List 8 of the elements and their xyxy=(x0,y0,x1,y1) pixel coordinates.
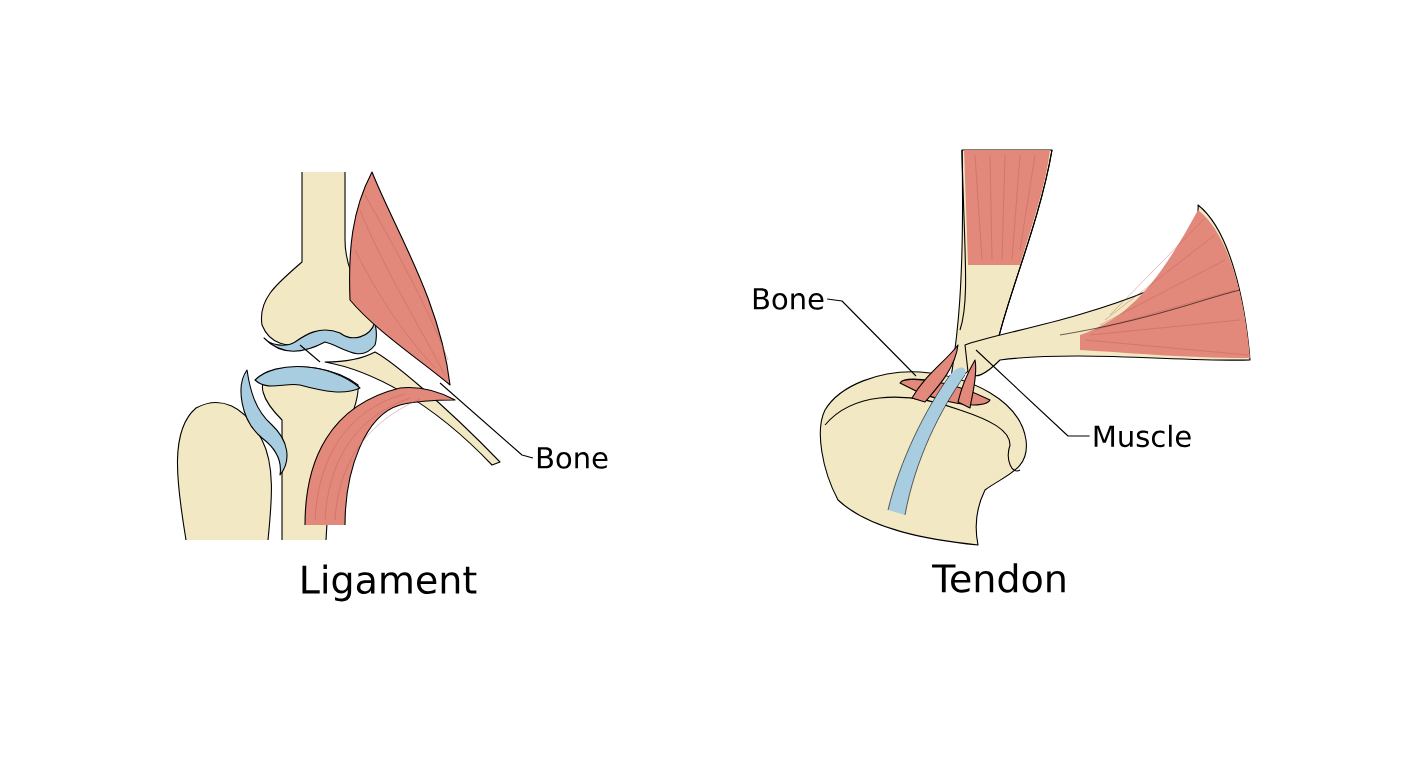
leader-line xyxy=(439,382,534,459)
leader-line xyxy=(975,349,1091,437)
panel-title: Ligament xyxy=(302,564,477,602)
panel-title: Tendon xyxy=(932,563,1065,593)
part-label: Bone xyxy=(753,288,824,310)
leader-line xyxy=(826,298,917,377)
part-label: Muscle xyxy=(1094,424,1191,448)
part-label: Bone xyxy=(537,447,608,469)
